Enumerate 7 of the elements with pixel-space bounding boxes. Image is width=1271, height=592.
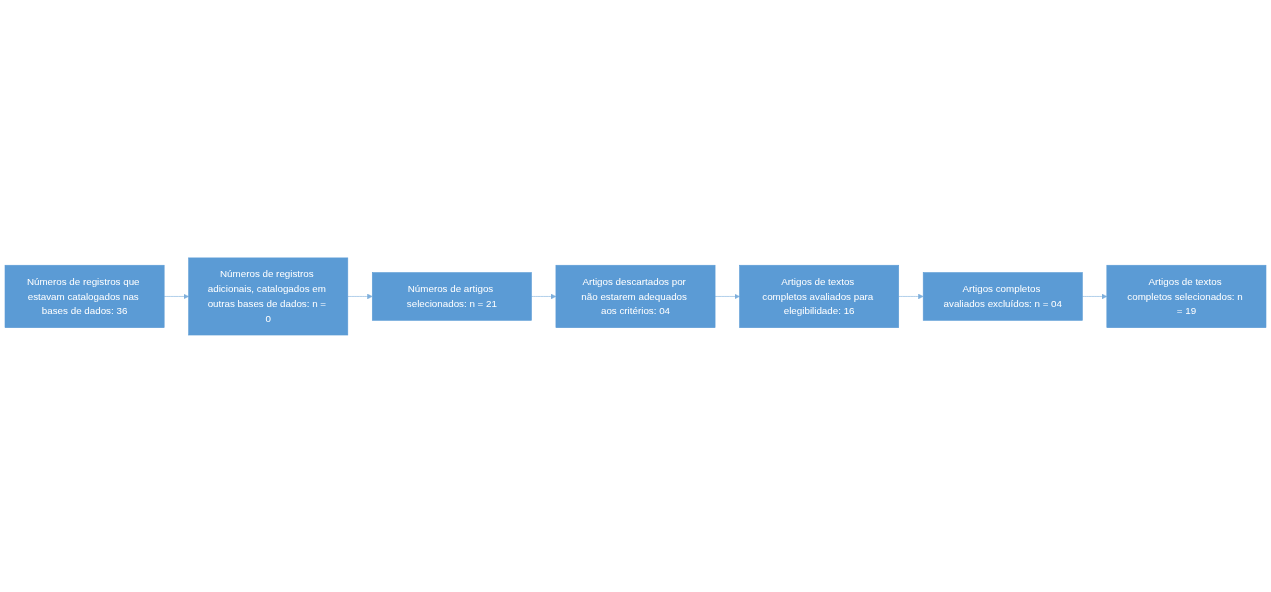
node-box: Artigos descartados por não estarem adequados aos critérios: 04: [555, 264, 716, 328]
node-box: Números de registros que estavam catalogados nas bases de dados: 36: [4, 264, 165, 328]
node-box: Números de artigos selecionados: n = 21: [372, 271, 532, 321]
node-box: Artigos de textos completos avaliados para elegibilidade: 16: [739, 264, 899, 328]
node-box: Números de registros adicionais, catalogados em outras bases de dados: n = 0: [188, 257, 349, 335]
node-box: Artigos de textos completos selecionados: n = 19: [1106, 264, 1267, 328]
node-box: Artigos completos avaliados excluídos: n = 04: [922, 271, 1083, 321]
